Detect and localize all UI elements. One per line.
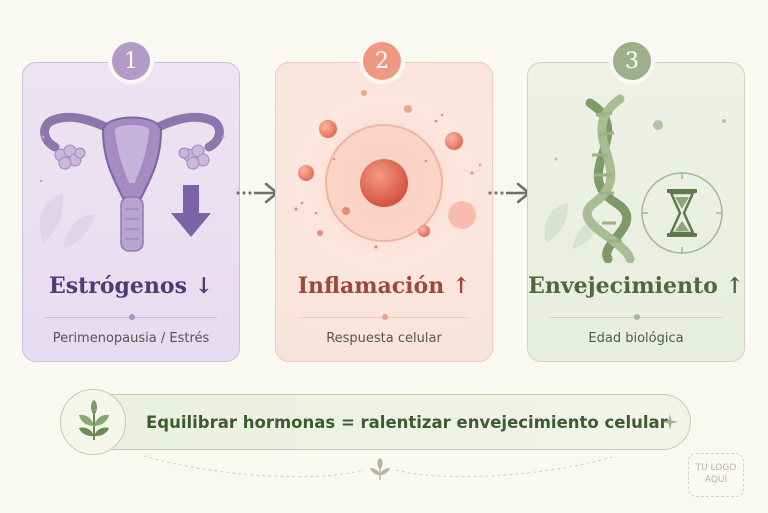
divider-dot <box>382 314 388 320</box>
step-number-badge: 2 <box>363 42 401 80</box>
logo-placeholder: TU LOGO AQUÍ <box>688 453 744 497</box>
step-subtitle: Edad biológica <box>588 331 684 346</box>
step-card-aging: Envejecimiento ↑ Edad biológica <box>527 62 745 362</box>
step-title: Envejecimiento ↑ <box>528 273 744 299</box>
inflamed-cell-icon <box>294 90 482 263</box>
uterus-icon <box>39 112 225 252</box>
logo-line: TU LOGO <box>695 463 737 474</box>
sprout-icon <box>370 458 390 480</box>
step-card-inflammation: Inflamación ↑ Respuesta celular <box>275 62 493 362</box>
step-title: Estrógenos ↓ <box>48 273 214 299</box>
logo-line: AQUÍ <box>704 475 728 485</box>
step-number-badge: 3 <box>613 42 651 80</box>
decorative-swoosh <box>143 455 617 480</box>
dna-hourglass-icon <box>544 94 726 263</box>
step-subtitle: Perimenopausia / Estrés <box>52 331 210 346</box>
summary-banner <box>66 394 691 450</box>
step-number-badge: 1 <box>112 42 150 80</box>
step-card-estrogens: Estrógenos ↓ Perimenopausia / Estrés <box>22 62 240 362</box>
step-subtitle: Respuesta celular <box>326 331 442 346</box>
summary-text: Equilibrar hormonas = ralentizar envejec… <box>146 412 668 432</box>
leaves-icon <box>79 400 109 440</box>
banner-icon-circle <box>60 389 126 455</box>
step-title: Inflamación ↑ <box>297 273 471 299</box>
divider-dot <box>129 314 135 320</box>
divider-dot <box>634 314 640 320</box>
sparkle-icon <box>662 414 678 430</box>
